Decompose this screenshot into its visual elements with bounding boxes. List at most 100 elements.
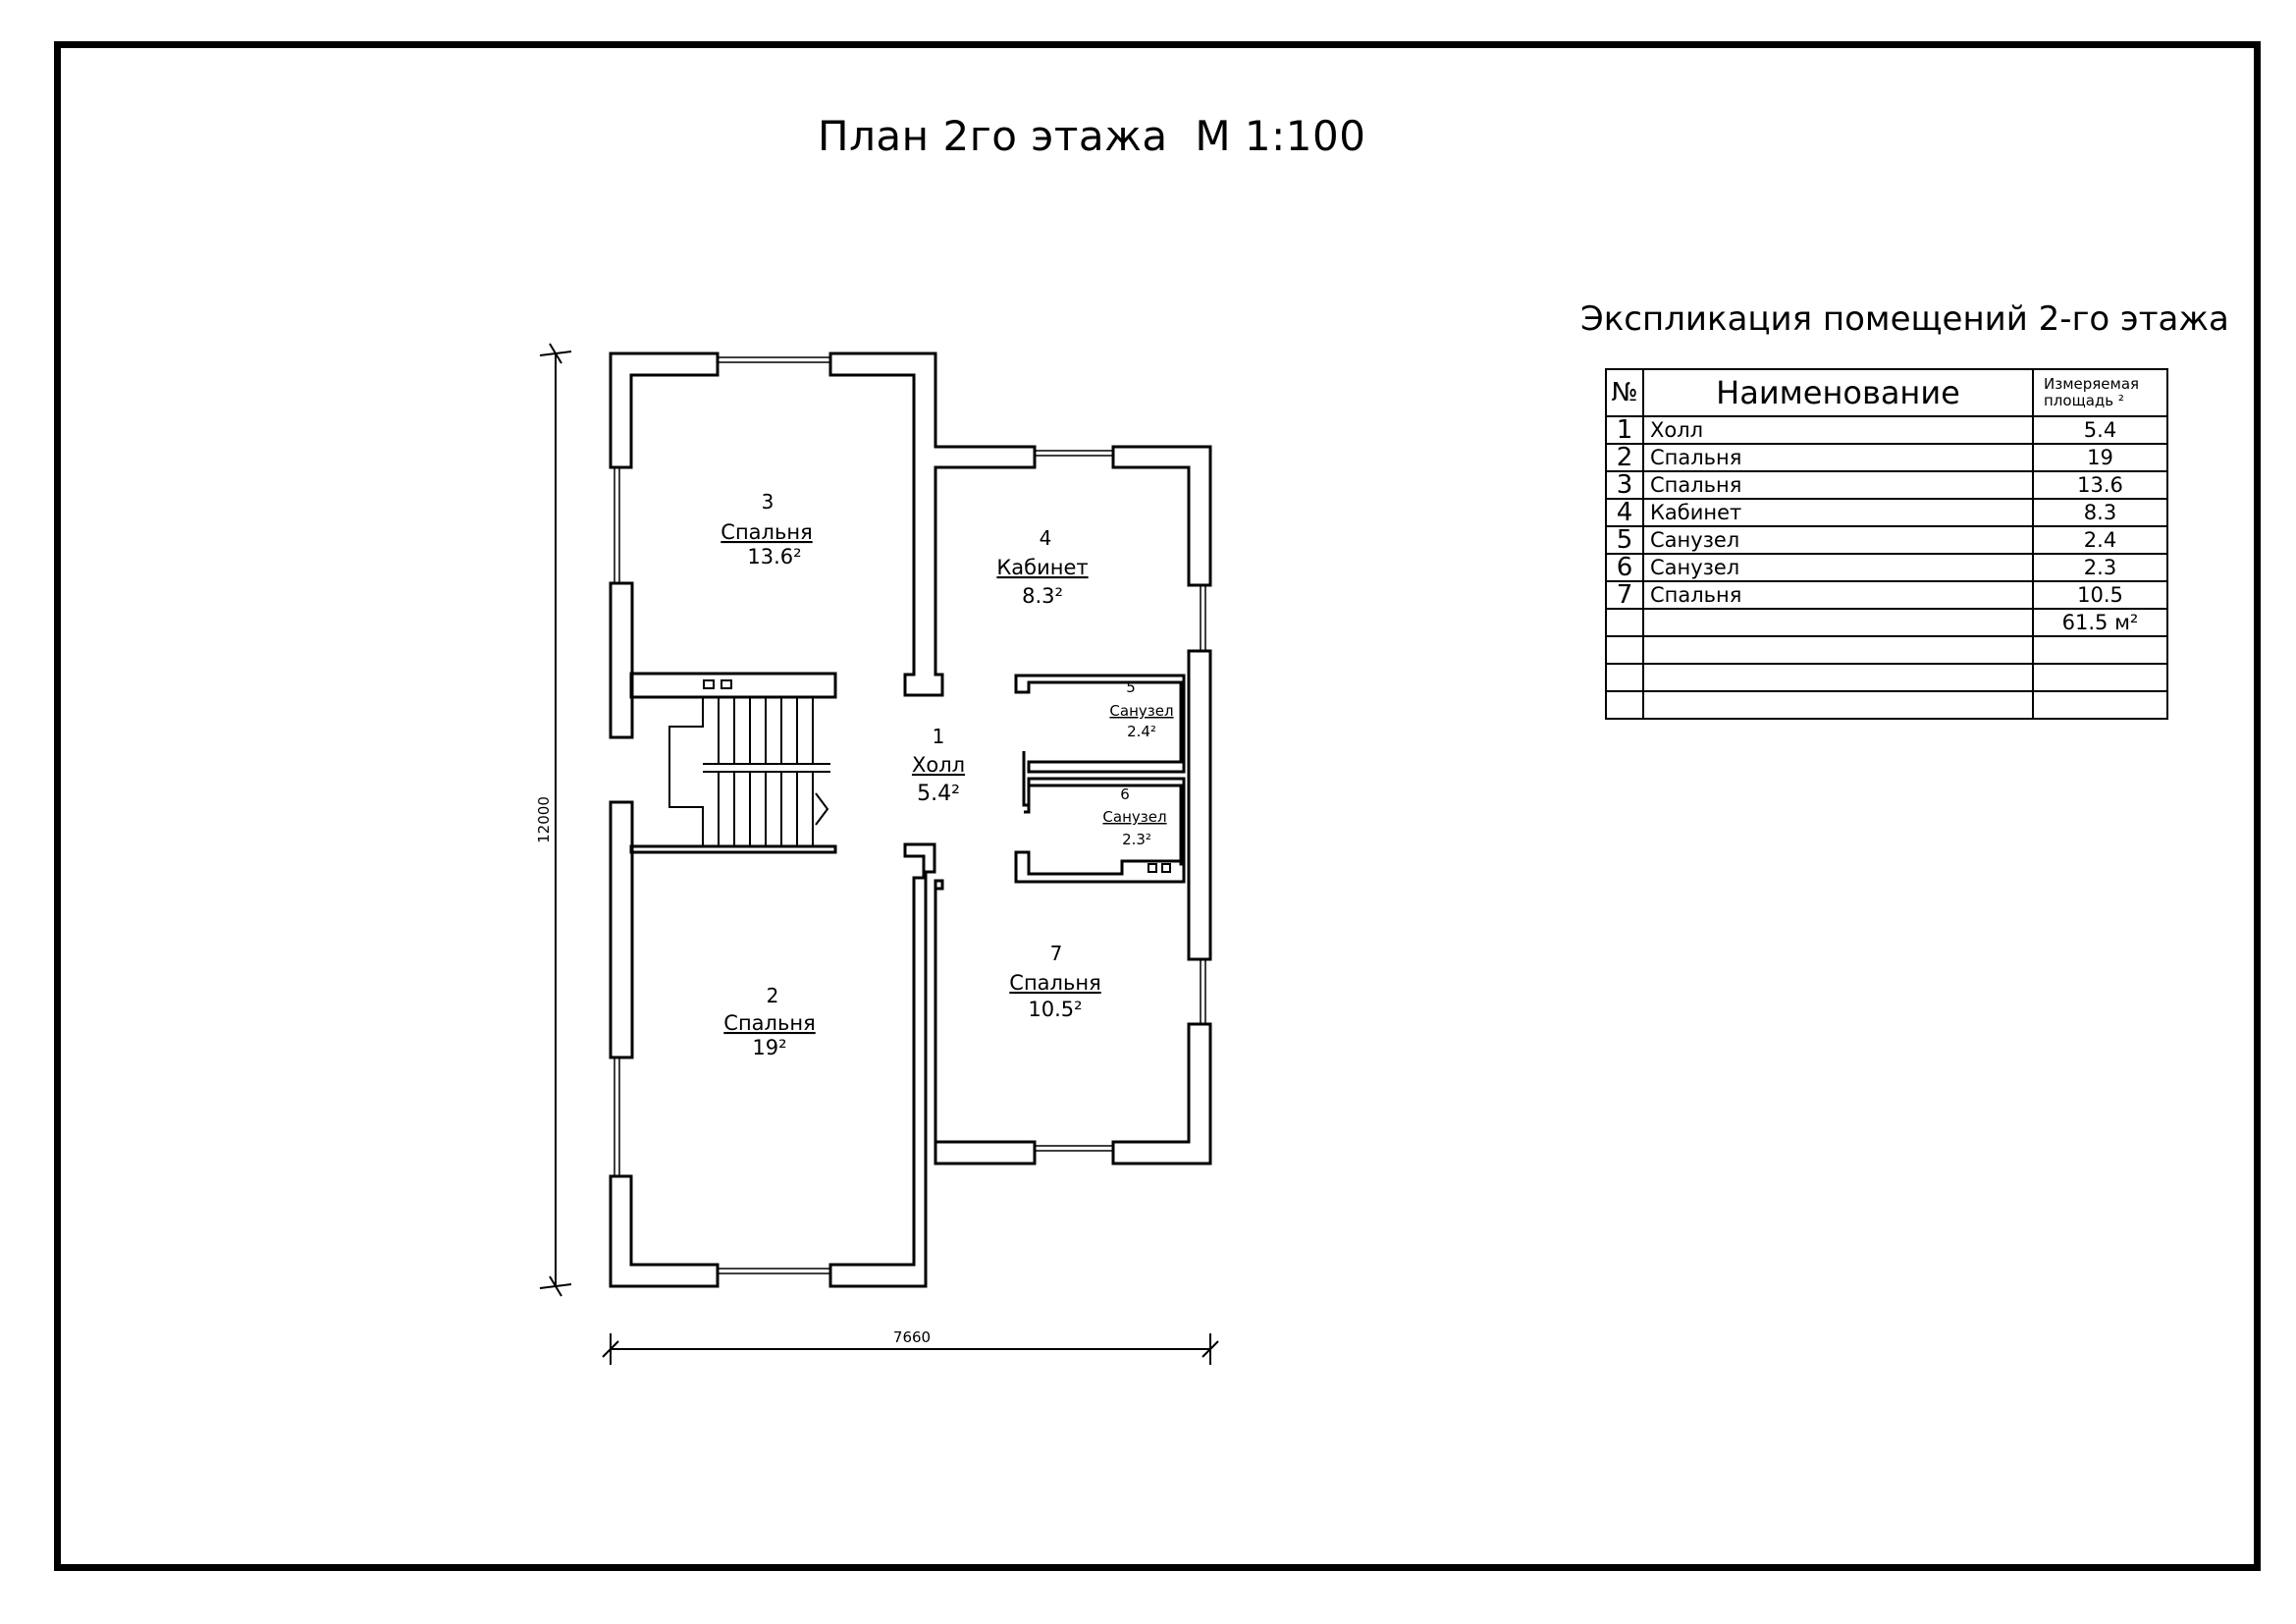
room-7-name: Спальня	[1009, 971, 1100, 995]
room-4-name: Кабинет	[996, 556, 1088, 579]
vent-4	[1161, 863, 1171, 873]
room-3-num: 3	[762, 490, 774, 514]
wall-bath5	[1014, 674, 1186, 774]
row-area: 8.3	[2032, 498, 2168, 527]
row-num: 7	[1605, 580, 1644, 610]
room-6-num: 6	[1120, 785, 1130, 803]
table-row: 1 Холл 5.4	[1605, 415, 2168, 445]
stair-landing	[668, 697, 704, 846]
empty-cell	[1605, 690, 1644, 720]
wall-left-wing-bottom-right	[828, 842, 936, 1288]
wall-right-top	[1111, 445, 1212, 587]
table-row: 5 Санузел 2.4	[1605, 525, 2168, 555]
wall-right-bottom	[1111, 1022, 1212, 1165]
plan-title: План 2го этажа М 1:100	[818, 112, 1366, 160]
row-num: 1	[1605, 415, 1644, 445]
dim-width-label: 7660	[893, 1328, 931, 1346]
vent-2	[721, 679, 732, 689]
wall-pier-left-2	[609, 800, 634, 1059]
row-name: Санузел	[1642, 525, 2034, 555]
empty-cell	[1605, 663, 1644, 692]
empty-cell	[1642, 690, 2034, 720]
wall-left-top	[609, 352, 720, 469]
wall-bath6	[1014, 850, 1186, 884]
wall-pier-left-1	[609, 581, 634, 739]
room-1-area: 5.4²	[917, 782, 960, 806]
room-5-area: 2.4²	[1127, 723, 1156, 740]
table-row: 2 Спальня 19	[1605, 443, 2168, 472]
room-7-num: 7	[1050, 942, 1063, 965]
empty-cell	[2032, 635, 2168, 665]
vent-1	[703, 679, 715, 689]
dim-height-tick-bottom-b	[549, 1275, 562, 1297]
header-area: Измеряемая площадь ²	[2032, 368, 2168, 417]
row-num: 4	[1605, 498, 1644, 527]
row-area: 2.3	[2032, 553, 2168, 582]
table-total-row: 61.5 м²	[1605, 608, 2168, 637]
drawing-frame	[54, 41, 2261, 1571]
room-3-area: 13.6²	[747, 545, 801, 568]
table-row: 3 Спальня 13.6	[1605, 470, 2168, 500]
row-name: Холл	[1642, 415, 2034, 445]
room-1-num: 1	[933, 725, 945, 748]
stair-arrow	[815, 792, 829, 826]
row-area: 5.4	[2032, 415, 2168, 445]
empty-cell	[1642, 635, 2034, 665]
explication-table: № Наименование Измеряемая площадь ² 1 Хо…	[1605, 368, 2168, 720]
row-name: Спальня	[1642, 580, 2034, 610]
row-num: 6	[1605, 553, 1644, 582]
dimension-lines	[539, 343, 1219, 1365]
table-empty-row	[1605, 663, 2168, 692]
row-area: 10.5	[2032, 580, 2168, 610]
explication-title: Экспликация помещений 2-го этажа	[1580, 299, 2229, 339]
dim-width-tick-right-b	[1201, 1340, 1219, 1358]
table-row: 7 Спальня 10.5	[1605, 580, 2168, 610]
empty-cell	[2032, 663, 2168, 692]
staircase	[668, 697, 830, 846]
walls	[609, 352, 1212, 1288]
wall-left-wing	[609, 1174, 720, 1288]
table-empty-row	[1605, 690, 2168, 720]
dim-width-tick-left-b	[602, 1340, 619, 1358]
empty-cell	[2032, 690, 2168, 720]
row-name: Спальня	[1642, 470, 2034, 500]
wall-stair-bottom	[629, 844, 837, 854]
room-5-num: 5	[1126, 678, 1136, 696]
vents	[703, 679, 1171, 873]
windows	[614, 356, 1206, 1274]
header-num: №	[1605, 368, 1644, 417]
room-2-num: 2	[767, 984, 779, 1007]
empty-cell	[1642, 608, 2034, 637]
wall-left-top-right	[828, 352, 1037, 697]
room-4-area: 8.3²	[1022, 584, 1063, 608]
room-3-name: Спальня	[721, 520, 812, 544]
room-5-name: Санузел	[1109, 702, 1173, 720]
wall-right-bottom-left	[934, 879, 1037, 1165]
row-num: 2	[1605, 443, 1644, 472]
room-1-name: Холл	[912, 753, 965, 777]
room-7-area: 10.5²	[1028, 998, 1082, 1021]
wall-right-middle	[1187, 649, 1212, 961]
room-2-area: 19²	[752, 1036, 786, 1059]
room-6-name: Санузел	[1102, 808, 1166, 826]
table-empty-row	[1605, 635, 2168, 665]
vent-3	[1148, 863, 1157, 873]
total-area: 61.5 м²	[2032, 608, 2168, 637]
explication-header-row: № Наименование Измеряемая площадь ²	[1605, 368, 2168, 417]
stair-treads	[718, 697, 814, 846]
table-row: 4 Кабинет 8.3	[1605, 498, 2168, 527]
row-name: Кабинет	[1642, 498, 2034, 527]
row-name: Санузел	[1642, 553, 2034, 582]
header-name: Наименование	[1642, 368, 2034, 417]
room-labels: 1 Холл 5.4² 2 Спальня 19² 3 Спальня 13.6…	[721, 490, 1173, 1059]
room-4-num: 4	[1040, 526, 1052, 550]
room-6-area: 2.3²	[1122, 831, 1151, 848]
row-name: Спальня	[1642, 443, 2034, 472]
frame-mark	[1330, 1566, 1334, 1570]
empty-cell	[1642, 663, 2034, 692]
wall-stair-top	[629, 672, 837, 699]
room-2-name: Спальня	[723, 1011, 815, 1035]
row-area: 2.4	[2032, 525, 2168, 555]
